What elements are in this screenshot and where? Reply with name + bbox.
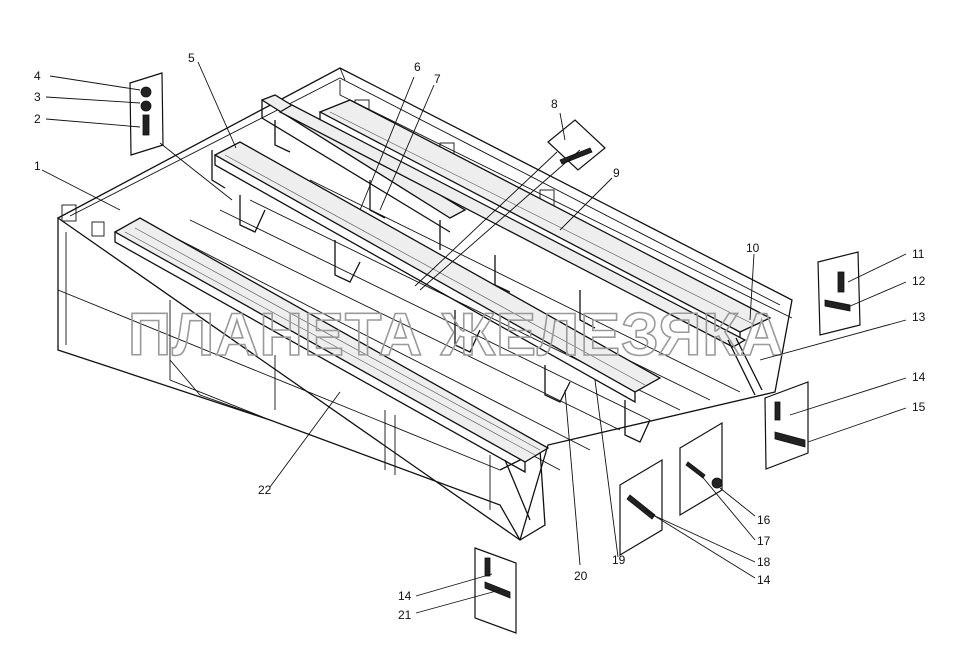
callout-13: 13: [912, 310, 926, 324]
callout-22: 22: [258, 483, 272, 497]
callout-14-lower: 14: [757, 573, 771, 587]
callout-8: 8: [551, 97, 558, 111]
callout-12: 12: [912, 274, 926, 288]
callout-1: 1: [34, 159, 41, 173]
seat-boards: [113, 94, 772, 474]
callout-6: 6: [414, 60, 421, 74]
detail-plate-bolt-8: [547, 119, 606, 171]
callout-5: 5: [188, 51, 195, 65]
callout-4: 4: [34, 69, 41, 83]
callout-20: 20: [574, 569, 588, 583]
detail-plate-right-14-15: [764, 381, 809, 470]
detail-plates: [129, 72, 861, 634]
callout-14-right: 14: [912, 370, 926, 384]
detail-plate-16-17: [679, 421, 723, 517]
leader-lines: [41, 61, 907, 614]
callout-15: 15: [912, 400, 926, 414]
callout-19: 19: [612, 553, 626, 567]
callout-9: 9: [613, 166, 620, 180]
callout-numbers: 4 3 2 1 5 6 7 8 9 10 11 12 13 14 15 16 1…: [34, 51, 926, 622]
callout-16: 16: [757, 513, 771, 527]
callout-7: 7: [434, 72, 441, 86]
callout-17: 17: [757, 534, 771, 548]
detail-plate-top-left: [129, 72, 164, 156]
callout-2: 2: [34, 112, 41, 126]
callout-21: 21: [398, 608, 412, 622]
callout-14-bottom: 14: [398, 589, 412, 603]
watermark-text: ПЛАНЕТА ЖЕЛЕЗЯКА: [128, 301, 784, 368]
callout-10: 10: [746, 241, 760, 255]
detail-plate-right-11-12: [817, 251, 861, 336]
callout-18: 18: [757, 555, 771, 569]
callout-3: 3: [34, 90, 41, 104]
callout-11: 11: [912, 247, 925, 261]
seat-brackets: [211, 120, 763, 521]
